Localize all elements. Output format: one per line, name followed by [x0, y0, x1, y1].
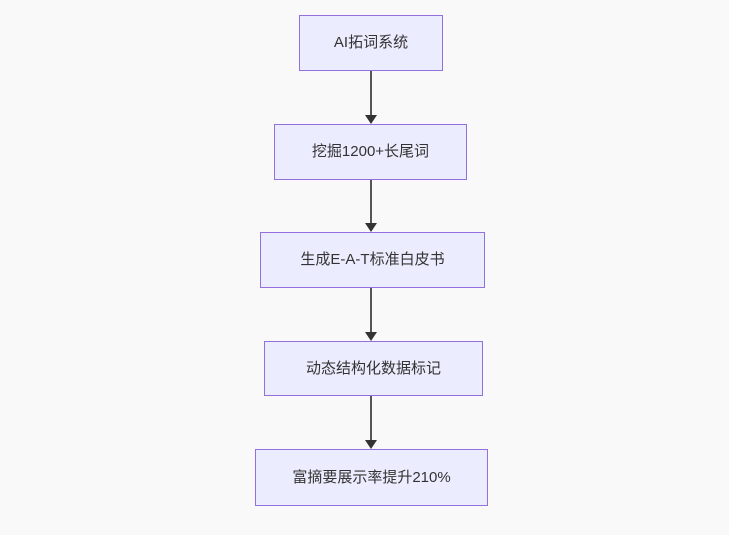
node-label: 富摘要展示率提升210% [292, 468, 451, 486]
arrowhead-down-icon [365, 332, 377, 341]
arrowhead-down-icon [365, 115, 377, 124]
flow-node-eat-whitepaper: 生成E-A-T标准白皮书 [260, 232, 485, 288]
node-label: 生成E-A-T标准白皮书 [300, 251, 445, 268]
flow-arrow-3 [365, 288, 377, 341]
arrow-line [370, 180, 372, 223]
flow-node-structured-data-markup: 动态结构化数据标记 [264, 341, 483, 396]
arrow-line [370, 71, 372, 115]
arrowhead-down-icon [365, 223, 377, 232]
node-label: 挖掘1200+长尾词 [311, 143, 430, 160]
node-label: AI拓词系统 [333, 34, 409, 51]
flow-arrow-1 [365, 71, 377, 124]
arrow-line [370, 288, 372, 332]
flow-node-longtail-keywords: 挖掘1200+长尾词 [274, 124, 467, 180]
arrowhead-down-icon [365, 440, 377, 449]
flow-arrow-4 [365, 396, 377, 449]
arrow-line [370, 396, 372, 440]
flow-node-rich-snippet-rate: 富摘要展示率提升210% [255, 449, 488, 506]
flow-node-ai-word-expansion-system: AI拓词系统 [299, 15, 443, 71]
flow-arrow-2 [365, 180, 377, 232]
node-label: 动态结构化数据标记 [305, 359, 441, 377]
